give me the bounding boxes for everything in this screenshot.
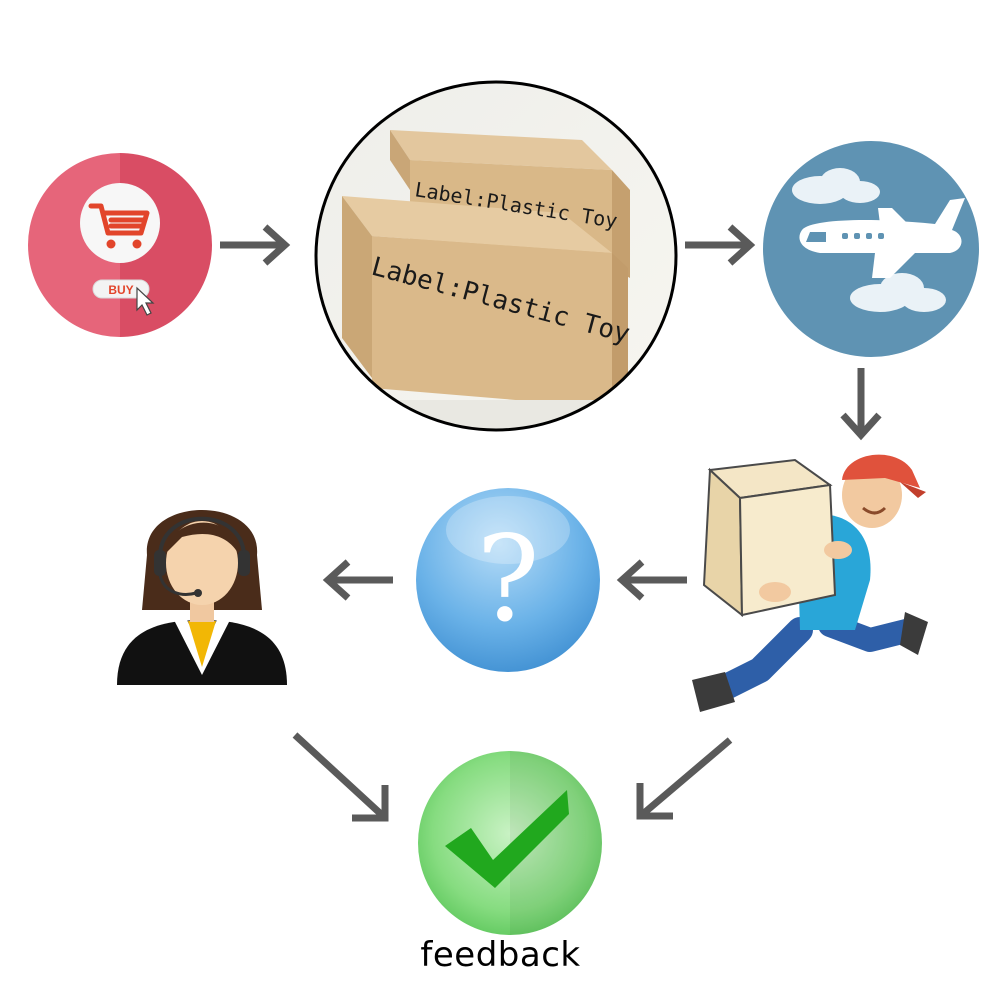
buy-button — [92, 279, 150, 299]
shipping-step-icon — [763, 141, 979, 357]
svg-text:BUY: BUY — [108, 283, 133, 297]
cloud-icon — [792, 168, 880, 204]
customer-service-agent-icon — [117, 510, 287, 685]
buy-step-icon: BUY — [28, 153, 212, 337]
arrow-right-1 — [220, 224, 291, 266]
feedback-step-icon — [418, 751, 602, 935]
support-step-icon — [117, 510, 287, 685]
arrow-down — [840, 368, 882, 441]
shopping-cart-icon — [88, 203, 150, 236]
package-step-photo: Label:Plastic Toy Label:Plastic Toy — [314, 80, 678, 432]
arrow-right-2 — [685, 224, 756, 266]
delivery-step-icon — [692, 454, 928, 712]
delivery-man-icon — [692, 454, 928, 712]
cloud-icon — [850, 273, 946, 312]
arrow-diagonal-left — [292, 732, 389, 822]
arrow-left-1 — [616, 559, 687, 601]
checkmark-icon — [445, 790, 569, 888]
arrow-diagonal-right — [636, 737, 733, 820]
question-step-icon: ? — [416, 488, 600, 672]
arrow-left-2 — [322, 559, 393, 601]
cursor-icon — [136, 286, 155, 316]
airplane-icon — [799, 198, 965, 278]
question-mark-icon: ? — [476, 510, 539, 648]
feedback-label: feedback — [420, 935, 581, 975]
